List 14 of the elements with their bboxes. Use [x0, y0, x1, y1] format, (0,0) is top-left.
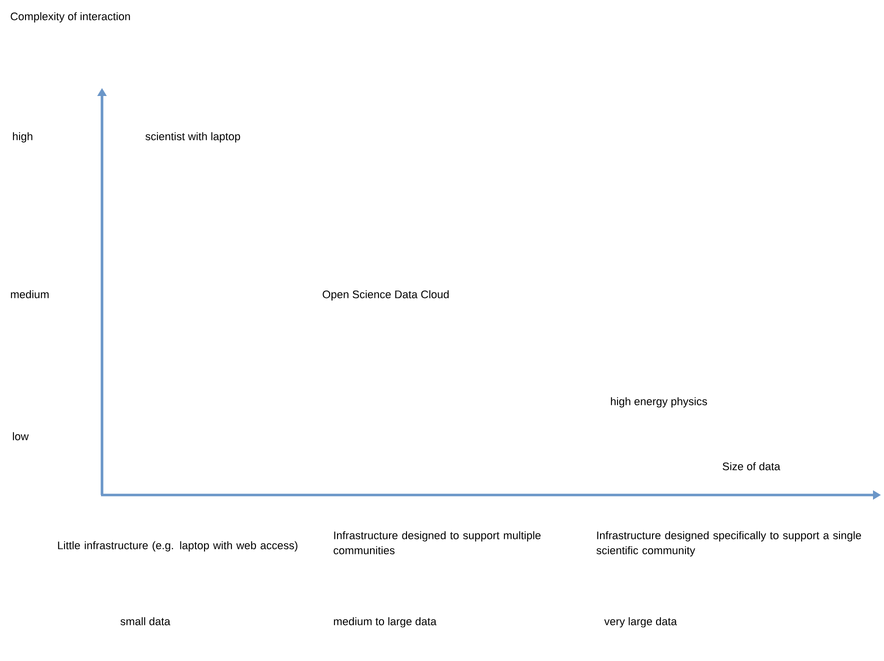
axis-label: medium — [10, 290, 49, 298]
axis-label: very large data — [604, 617, 677, 628]
axis-label: Size of data — [722, 462, 780, 470]
axis-label: Complexity of interaction — [10, 12, 130, 22]
axis-label: scientist with laptop — [146, 132, 240, 142]
axis-label: small data — [120, 617, 170, 626]
axis-label: Open Science Data Cloud — [322, 290, 449, 300]
axis-label: Infrastructure designed specifically to support a single scientific community — [596, 531, 862, 556]
axis-label: high — [12, 132, 32, 142]
axis-label: low — [12, 432, 29, 440]
axis-label: high energy physics — [610, 397, 707, 408]
axis-label: Little infrastructure (e.g. laptop with web access) — [58, 541, 298, 552]
axis-label: Infrastructure designed to support multiple communities — [334, 531, 541, 554]
axis-label: medium to large data — [334, 617, 437, 628]
